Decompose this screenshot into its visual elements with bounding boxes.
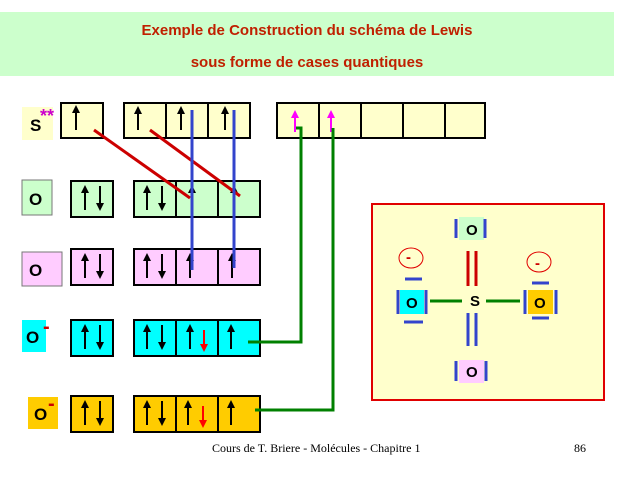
oxygen4-2p-boxes xyxy=(133,395,261,433)
spin-pair-arrows xyxy=(81,400,104,426)
sulfur-3d-boxes xyxy=(276,102,486,139)
lewis-left-oxygen: O xyxy=(406,295,418,312)
page-title-line1: Exemple de Construction du schéma de Lew… xyxy=(141,22,473,39)
spin-pair-arrows xyxy=(143,185,166,211)
title-banner xyxy=(0,12,614,76)
sulfur-3p-boxes xyxy=(123,102,251,139)
oxygen3-2p-boxes xyxy=(133,319,261,357)
sulfur-excited-mark: ** xyxy=(40,106,54,126)
oxygen3-symbol: O xyxy=(26,328,39,347)
oxygen4-symbol: O xyxy=(34,405,47,424)
left-charge-circle xyxy=(398,247,424,269)
oxygen2-symbol: O xyxy=(29,261,42,280)
oxygen1-label-box xyxy=(21,179,53,216)
right-charge-circle xyxy=(526,251,552,273)
spin-pair-arrows xyxy=(143,253,166,279)
red-connector-3s xyxy=(93,128,191,200)
lewis-left-charge: - xyxy=(406,249,411,266)
spin-up-arrow xyxy=(72,105,80,130)
green-connector-1 xyxy=(248,126,303,344)
lewis-right-charge: - xyxy=(535,255,540,272)
oxygen4-2s-box xyxy=(70,395,114,433)
lewis-bottom-oxygen: O xyxy=(466,364,478,381)
footer-credit: Cours de T. Briere - Molécules - Chapitr… xyxy=(212,441,421,455)
oxygen4-label-box xyxy=(28,397,58,429)
spin-pair-arrows xyxy=(143,324,166,350)
oxygen2-label-box xyxy=(21,251,63,287)
lewis-top-oxygen: O xyxy=(466,222,478,239)
lewis-left-oxygen-box xyxy=(400,290,424,314)
spin-up-arrow xyxy=(221,106,229,130)
lewis-structure-panel: O S O - O - O xyxy=(371,203,605,401)
lewis-right-oxygen: O xyxy=(534,295,546,312)
oxygen3-charge: - xyxy=(43,316,50,338)
oxygen2-2s-box xyxy=(70,248,114,286)
spin-up-arrow xyxy=(184,400,192,425)
lewis-center-sulfur: S xyxy=(470,293,480,310)
bond-connection-lines xyxy=(93,110,335,412)
added-electron-spin-down-arrow xyxy=(200,330,208,352)
page-number: 86 xyxy=(574,441,586,455)
green-connector-2 xyxy=(255,128,335,412)
sulfur-label-box xyxy=(22,107,53,140)
lewis-top-oxygen-box xyxy=(459,217,484,240)
lewis-right-oxygen-box xyxy=(528,290,553,314)
page-title-line2: sous forme de cases quantiques xyxy=(190,54,424,71)
spin-up-arrow xyxy=(227,324,235,349)
oxygen1-symbol: O xyxy=(29,190,42,209)
oxygen1-2s-box xyxy=(70,180,114,218)
oxygen2-2p-boxes xyxy=(133,248,261,286)
spin-up-arrow xyxy=(134,106,142,130)
lewis-bottom-oxygen-box xyxy=(459,360,484,383)
spin-pair-arrows xyxy=(81,185,104,211)
oxygen3-2s-box xyxy=(70,319,114,357)
sulfur-symbol: S xyxy=(30,116,41,135)
oxygen1-2p-boxes xyxy=(133,180,261,218)
oxygen3-label-box xyxy=(22,320,46,352)
red-connector-3p xyxy=(149,128,241,198)
spin-up-arrow xyxy=(227,400,235,425)
oxygen4-charge: - xyxy=(48,393,55,415)
promoted-spin-up-arrow xyxy=(327,110,335,132)
promoted-spin-up-arrow xyxy=(291,110,299,132)
spin-pair-arrows xyxy=(143,400,166,426)
spin-up-arrow xyxy=(177,106,185,130)
spin-pair-arrows xyxy=(81,324,104,350)
added-electron-spin-down-arrow xyxy=(199,406,207,428)
spin-pair-arrows xyxy=(81,253,104,279)
spin-up-arrow xyxy=(186,324,194,349)
